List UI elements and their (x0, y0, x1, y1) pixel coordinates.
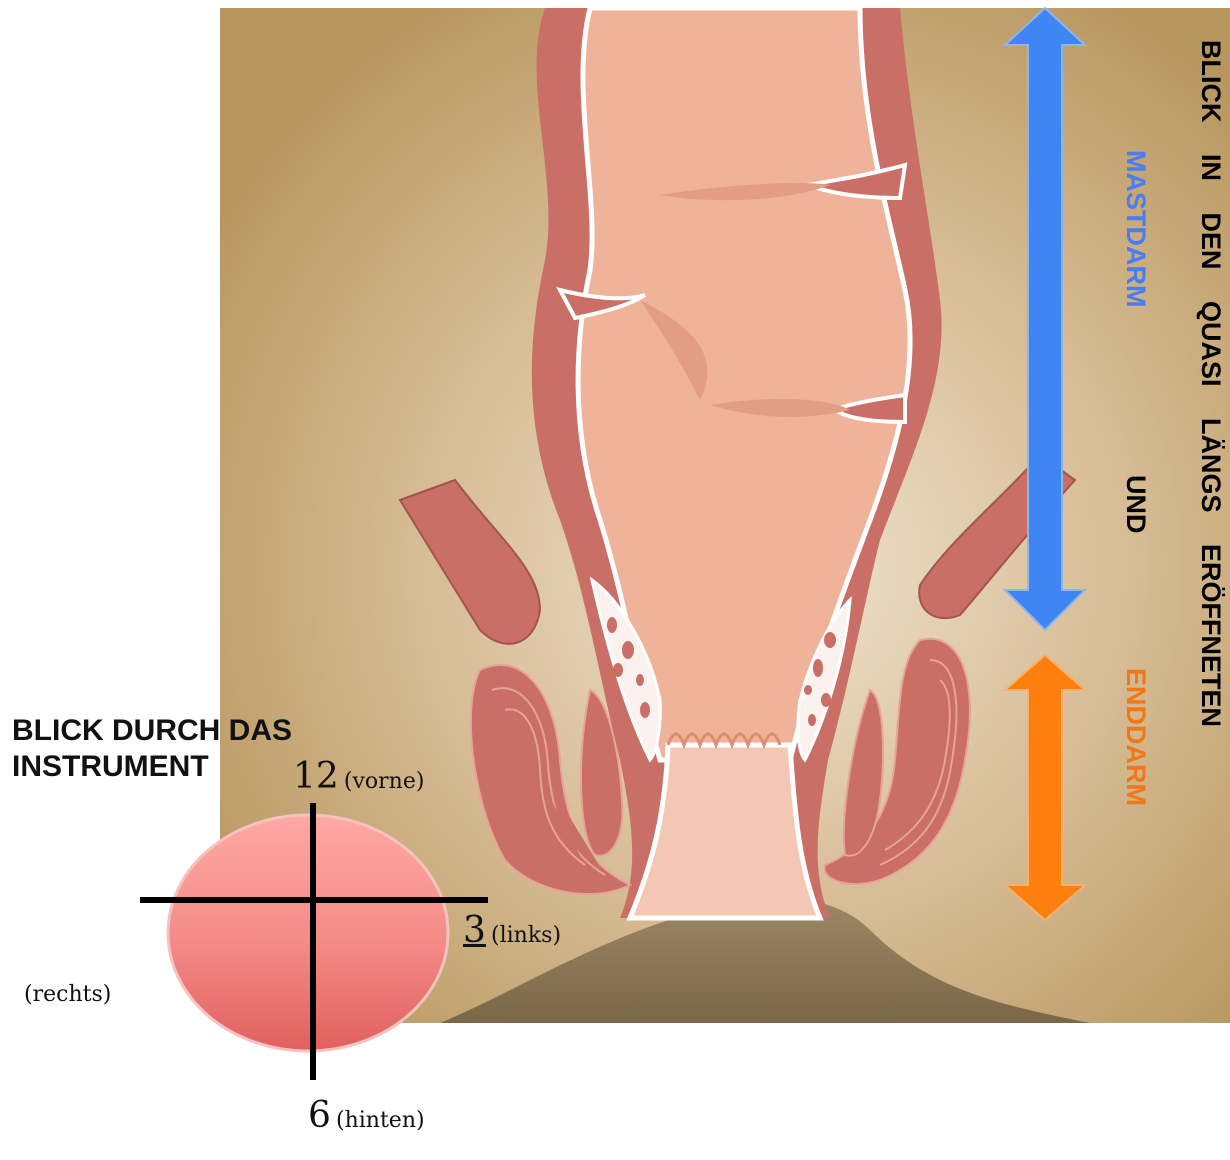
instrument-view-disc (168, 815, 448, 1051)
und-label: UND (1121, 475, 1151, 534)
label-3-word: (links) (491, 923, 561, 948)
label-12-oclock: 12 (vorne) (293, 756, 424, 797)
label-12-number: 12 (293, 756, 339, 797)
label-6-word: (hinten) (336, 1108, 425, 1133)
label-9-oclock: (rechts) (24, 982, 111, 1007)
label-6-oclock: 6 (hinten) (308, 1095, 425, 1136)
right-main-label: BLICK IN DEN QUASI LÄNGS ERÖFFNETEN (1196, 40, 1226, 727)
left-title-line1: BLICK DURCH DAS (12, 713, 292, 749)
label-9-word: (rechts) (24, 982, 111, 1007)
mastdarm-label: MASTDARM (1121, 150, 1151, 307)
label-6-number: 6 (308, 1095, 331, 1136)
enddarm-label: ENDDARM (1121, 668, 1151, 806)
label-3-number: 3 (463, 910, 486, 951)
label-3-oclock: 3 (links) (463, 910, 561, 951)
left-title-line2: INSTRUMENT (12, 749, 292, 785)
left-title: BLICK DURCH DAS INSTRUMENT (12, 713, 292, 785)
label-12-word: (vorne) (344, 769, 425, 794)
